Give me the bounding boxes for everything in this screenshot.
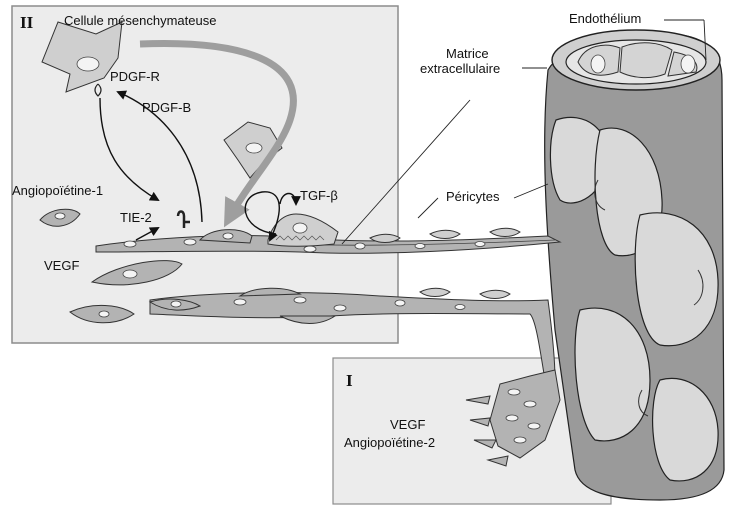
label-vegf-bottom: VEGF [390, 417, 425, 432]
label-pericytes: Péricytes [446, 189, 500, 204]
label-mesenchymal-cell: Cellule mésenchymateuse [64, 13, 216, 28]
endothelial-nucleus [475, 242, 485, 247]
panel-ii-numeral: II [20, 13, 34, 32]
label-ecm-line1: Matrice [446, 46, 489, 61]
label-vegf-top: VEGF [44, 258, 79, 273]
endothelial-nucleus [304, 246, 316, 252]
endothelial-nucleus [184, 239, 196, 245]
label-pdgf-r: PDGF-R [110, 69, 160, 84]
label-angiopoietin-2: Angiopoïétine-2 [344, 435, 435, 450]
panel-i-numeral: I [346, 371, 353, 390]
label-ecm-line2: extracellulaire [420, 61, 500, 76]
leader-pericytes [418, 198, 438, 218]
endothelial-nucleus [124, 241, 136, 247]
label-endothelium: Endothélium [569, 11, 641, 26]
leader-pericytes-right [514, 184, 548, 198]
endothelial-nucleus [415, 244, 425, 249]
endothelial-cell [620, 43, 672, 78]
endothelial-nucleus [355, 243, 365, 249]
blood-vessel [545, 30, 724, 500]
label-pdgf-b: PDGF-B [142, 100, 191, 115]
label-tgf-beta: TGF-β [300, 188, 338, 203]
label-angiopoietin-1: Angiopoïétine-1 [12, 183, 103, 198]
label-tie-2: TIE-2 [120, 210, 152, 225]
